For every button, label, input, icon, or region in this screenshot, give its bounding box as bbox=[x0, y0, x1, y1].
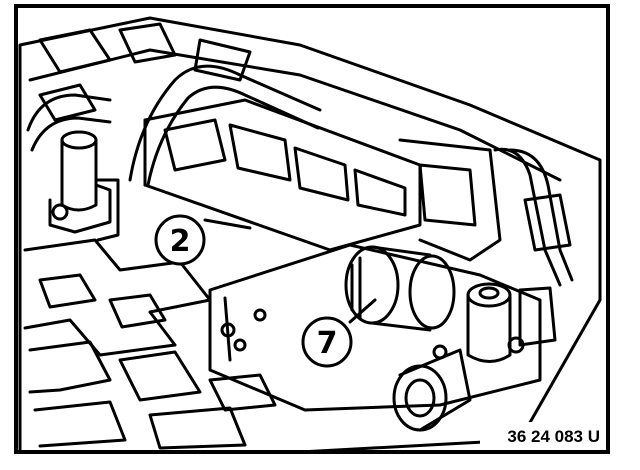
front-plate-hole bbox=[233, 338, 247, 352]
housing-plate bbox=[18, 16, 602, 454]
front-plate-edge bbox=[223, 296, 232, 362]
left-hose bbox=[26, 93, 112, 132]
channel-grid bbox=[33, 400, 127, 448]
channel-grid bbox=[208, 373, 277, 412]
valve-pocket bbox=[293, 146, 350, 202]
valve-body-drawing bbox=[18, 16, 602, 454]
wiring-harness-arch bbox=[128, 64, 322, 182]
right-upper-housing bbox=[398, 138, 502, 262]
channel-cutout bbox=[118, 22, 177, 64]
left-solenoid-top bbox=[60, 130, 98, 150]
front-plate-hole bbox=[220, 322, 236, 338]
callout-2: 2 bbox=[154, 214, 206, 266]
callout-7-label: 7 bbox=[317, 326, 338, 361]
right-solenoid-body bbox=[466, 293, 512, 363]
bottom-cylinder bbox=[398, 348, 472, 432]
right-solenoid-top bbox=[466, 282, 512, 308]
callout-7-leader bbox=[348, 298, 377, 324]
callout-2-leader bbox=[203, 218, 252, 230]
center-bolt bbox=[432, 344, 448, 360]
callout-7-circle bbox=[301, 316, 353, 368]
valve-pocket bbox=[163, 118, 227, 172]
callout-2-circle bbox=[154, 214, 206, 266]
right-wiring-loom bbox=[508, 148, 574, 282]
callout-2-label: 2 bbox=[170, 224, 191, 259]
wiring-harness-arch bbox=[146, 85, 320, 187]
channel-grid bbox=[148, 406, 247, 450]
left-hose bbox=[30, 116, 112, 152]
left-solenoid-bracket bbox=[48, 183, 112, 234]
right-solenoid-connector bbox=[518, 286, 557, 347]
bottom-cylinder-bore bbox=[404, 378, 436, 418]
pressure-regulator-stripes bbox=[350, 256, 362, 320]
channel-grid bbox=[38, 273, 97, 309]
right-bolt bbox=[507, 336, 525, 354]
right-upper-pocket bbox=[418, 163, 477, 227]
left-bolt bbox=[51, 203, 69, 221]
channel-cutout bbox=[38, 28, 112, 74]
front-plate-hole bbox=[253, 308, 267, 322]
channel-grid bbox=[28, 340, 112, 394]
pressure-regulator-body bbox=[370, 245, 432, 332]
right-connector bbox=[523, 193, 572, 252]
reference-code-backdrop bbox=[480, 422, 604, 448]
valve-pocket bbox=[228, 123, 292, 182]
valve-pocket bbox=[353, 168, 407, 217]
channel-grid bbox=[23, 238, 212, 357]
right-solenoid-cap bbox=[478, 286, 500, 300]
right-wiring-loom bbox=[493, 147, 562, 287]
pressure-regulator-ring bbox=[408, 254, 456, 330]
front-plate bbox=[208, 243, 542, 412]
channel-cutout bbox=[193, 38, 252, 82]
channel-grid bbox=[118, 350, 202, 402]
channel-grid bbox=[108, 293, 167, 329]
left-solenoid-connector bbox=[94, 178, 120, 242]
callout-7: 7 bbox=[301, 316, 353, 368]
channel-cutout bbox=[38, 83, 97, 122]
reference-code: 36 24 083 U bbox=[507, 427, 600, 446]
bottom-cylinder-end bbox=[392, 364, 448, 432]
